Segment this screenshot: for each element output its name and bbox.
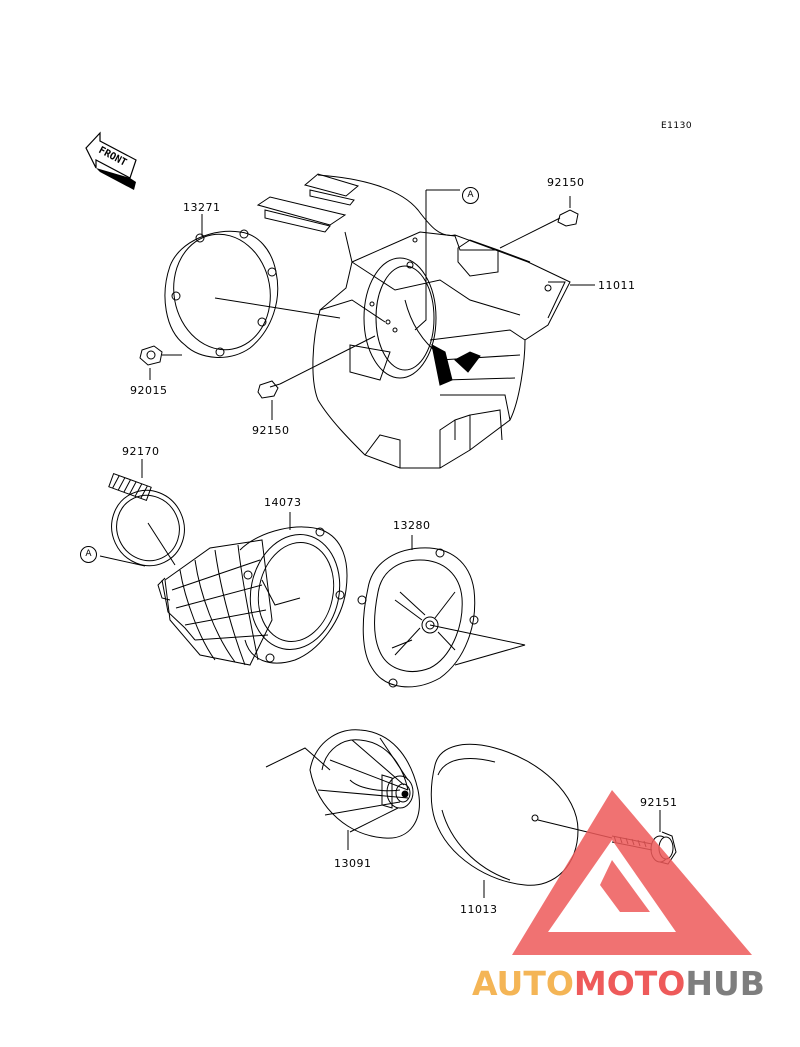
clamp-92170 <box>108 472 185 567</box>
ref-marker-a-lower: A <box>80 546 97 563</box>
front-arrow-icon: FRONT <box>85 131 137 190</box>
gasket-13271 <box>164 229 341 358</box>
leader-lines <box>141 196 661 898</box>
watermark-auto: AUTO <box>472 964 574 1003</box>
diagram-id: E1130 <box>661 121 693 131</box>
part-label-13091: 13091 <box>334 857 372 870</box>
watermark-moto: MOTO <box>573 964 686 1003</box>
part-label-92015: 92015 <box>130 384 168 397</box>
bolt-92150-lower <box>257 335 376 399</box>
part-label-13271: 13271 <box>183 201 221 214</box>
nut-92015 <box>139 345 182 366</box>
part-label-92150-upper: 92150 <box>547 176 585 189</box>
part-label-11011: 11011 <box>598 279 636 292</box>
part-label-11013: 11013 <box>460 903 498 916</box>
ref-line-a-lower <box>99 555 146 567</box>
part-label-92170: 92170 <box>122 445 160 458</box>
bolt-92150-upper <box>499 209 579 249</box>
watermark-hub: HUB <box>685 964 765 1003</box>
part-label-14073: 14073 <box>264 496 302 509</box>
plate-13280 <box>357 547 526 688</box>
watermark-logo: AUTOMOTOHUB <box>472 964 765 1003</box>
ref-line-a-upper <box>414 190 427 331</box>
air-cleaner-housing <box>256 173 571 469</box>
filter-frame-13091 <box>265 729 420 839</box>
ref-marker-a-upper: A <box>462 187 479 204</box>
part-label-92150-lower: 92150 <box>252 424 290 437</box>
part-label-92151: 92151 <box>640 796 678 809</box>
intake-duct-14073 <box>157 526 348 666</box>
watermark-triangle-icon <box>512 790 752 955</box>
part-label-13280: 13280 <box>393 519 431 532</box>
